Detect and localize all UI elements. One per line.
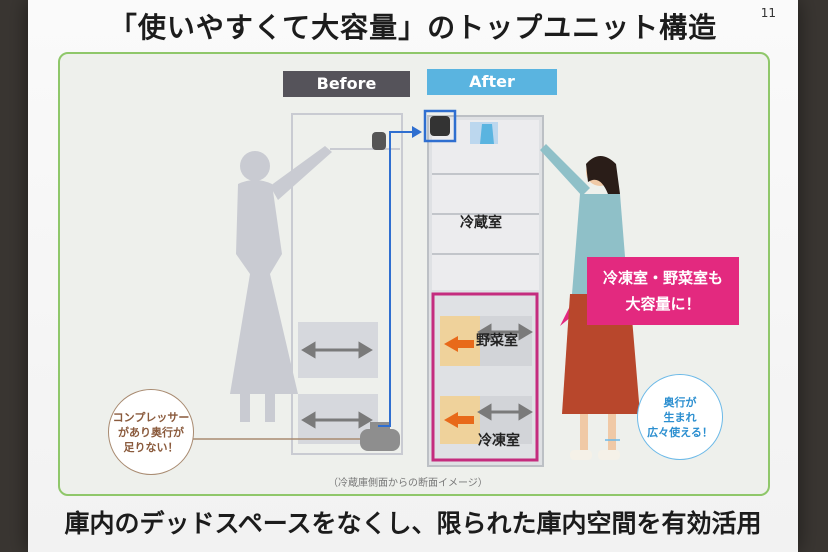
compressor-note: コンプレッサー があり奥行が 足りない！ bbox=[108, 389, 194, 475]
after-drawers-highlight bbox=[431, 292, 539, 462]
top-unit-highlight bbox=[423, 109, 457, 143]
diagram-caption: （冷蔵庫側面からの断面イメージ） bbox=[328, 478, 488, 489]
compressor-note-line2: があり奥行が bbox=[117, 425, 184, 439]
vegetable-room-label: 野菜室 bbox=[476, 333, 518, 349]
capacity-callout-line2: 大容量に！ bbox=[625, 295, 701, 313]
fridge-room-label: 冷蔵室 bbox=[460, 215, 502, 231]
before-woman-silhouette bbox=[230, 146, 332, 422]
fridge-diagram-graphic bbox=[162, 109, 640, 467]
capacity-callout: 冷凍室・野菜室も 大容量に！ bbox=[587, 257, 739, 325]
before-label: Before bbox=[283, 71, 410, 97]
depth-note-line2: 生まれ bbox=[663, 410, 697, 424]
after-depth-arrows bbox=[477, 323, 533, 421]
compressor-note-line1: コンプレッサー bbox=[112, 410, 190, 424]
freezer-room-label: 冷凍室 bbox=[478, 433, 520, 449]
depth-note-line3: 広々使える！ bbox=[647, 425, 713, 439]
slide-title: 「使いやすくて大容量」のトップユニット構造 bbox=[108, 11, 718, 44]
capacity-callout-line1: 冷凍室・野菜室も bbox=[602, 269, 723, 287]
after-label: After bbox=[427, 69, 557, 95]
expansion-arrows bbox=[444, 336, 474, 428]
depth-note: 奥行が 生まれ 広々使える！ bbox=[637, 374, 723, 460]
before-fridge-outline bbox=[291, 113, 403, 455]
move-arrow bbox=[378, 131, 415, 427]
compressor-note-line3: 足りない！ bbox=[123, 440, 179, 454]
depth-note-line1: 奥行が bbox=[663, 395, 697, 409]
before-depth-arrows bbox=[301, 341, 373, 429]
presentation-slide: 「使いやすくて大容量」のトップユニット構造 11 bbox=[28, 0, 798, 552]
page-number: 11 bbox=[760, 6, 776, 20]
diagram-panel: Before After 冷蔵室 野菜室 冷凍室 冷凍室・野菜室も 大容量に！ … bbox=[58, 52, 770, 496]
bottom-caption: 庫内のデッドスペースをなくし、限られた庫内空間を有効活用 bbox=[64, 509, 762, 538]
